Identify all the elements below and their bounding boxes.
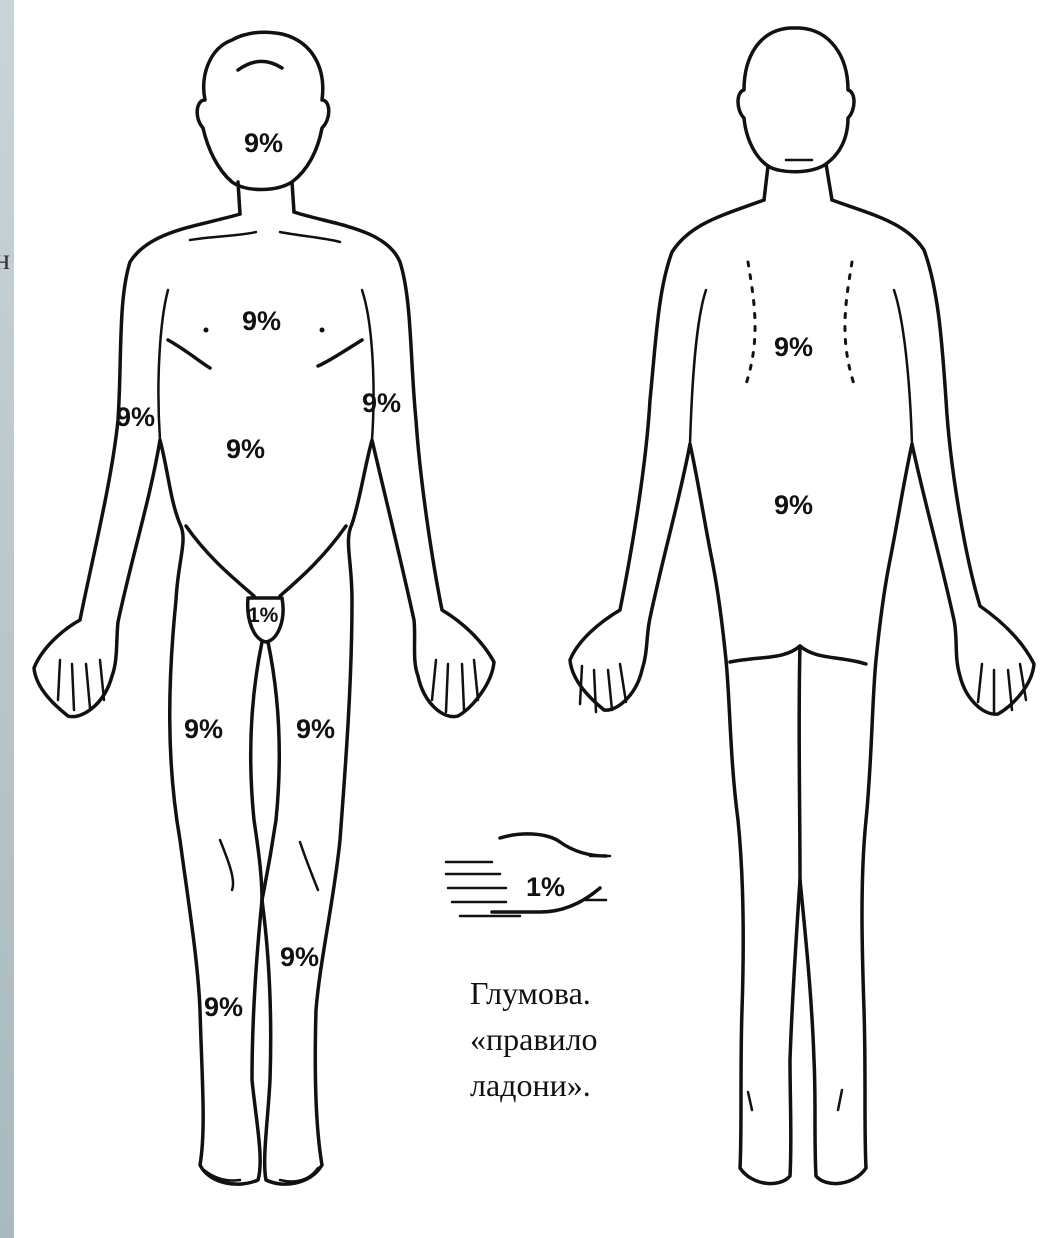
back-fingers-right [978,664,1026,712]
front-body-outline-left [34,214,262,1184]
front-knee-right [300,842,318,890]
label-front-right-shin: 9% [280,942,319,972]
caption-line-3: ладони». [470,1062,598,1108]
label-front-left-arm: 9% [116,402,155,432]
front-clavicle-left [190,232,256,240]
front-toes-right [280,1168,318,1182]
back-neck-left [764,166,768,200]
front-hairline [238,61,282,70]
label-front-left-thigh: 9% [184,714,223,744]
front-pectoral-right [318,340,362,366]
palm-wrist [586,856,610,900]
label-front-head: 9% [244,128,283,158]
front-groin-line [186,526,254,596]
front-neck-right [292,182,294,212]
label-front-genitals: 1% [248,604,279,627]
label-front-right-thigh: 9% [296,714,335,744]
back-inner-leg [799,646,800,880]
front-nipple-left [204,328,209,333]
front-inner-arm-left [158,290,168,440]
label-front-abdomen: 9% [226,434,265,464]
back-inner-arm-right [894,290,912,444]
front-head-outline [197,32,329,189]
back-body-outline-right [800,200,1034,1184]
caption-line-1: Глумова. [470,970,598,1016]
back-body-outline-left [570,200,800,1184]
front-pectoral-left [168,340,210,368]
caption-line-2: «правило [470,1016,598,1062]
front-neck-left [238,182,240,214]
back-inner-arm-left [690,290,706,444]
front-clavicle-right [280,232,340,242]
back-scapula-right [845,262,856,390]
back-heels [748,1090,842,1110]
label-palm: 1% [526,872,565,902]
back-neck-right [826,164,832,200]
front-nipple-right [320,328,325,333]
label-back-upper: 9% [774,332,813,362]
label-back-lower: 9% [774,490,813,520]
front-toes-left [204,1170,240,1181]
front-inner-leg-right [262,642,279,900]
front-groin-line-right [280,526,346,596]
label-front-right-arm: 9% [362,388,401,418]
front-body-outline-right [262,212,494,1184]
back-head-outline [738,28,854,172]
label-front-left-shin: 9% [204,992,243,1022]
back-figure [570,28,1034,1184]
front-inner-leg-left [251,642,262,900]
front-knee-left [220,840,233,890]
label-front-chest: 9% [242,306,281,336]
palm-fingers [446,862,520,916]
back-scapula-left [744,262,755,390]
caption: Глумова. «правило ладони». [470,970,598,1108]
